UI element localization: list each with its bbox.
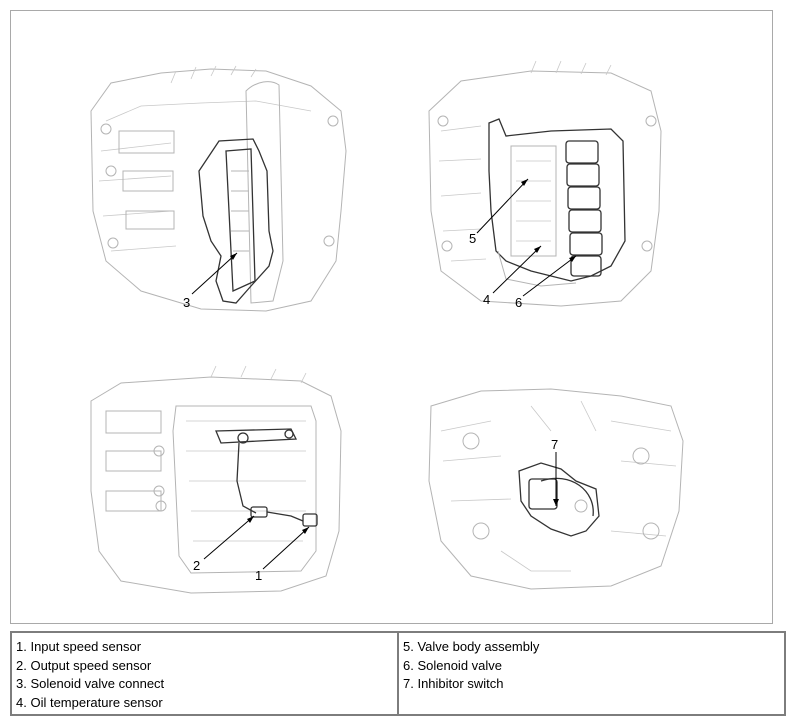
legend-item: 7. Inhibitor switch: [403, 676, 504, 691]
callout-6: 6: [515, 295, 522, 310]
legend-item: 3. Solenoid valve connect: [16, 676, 165, 691]
panel-speed-sensors: [90, 365, 342, 594]
panel-valve-body: [428, 60, 662, 307]
legend-table: 1. Input speed sensor 2. Output speed se…: [10, 631, 786, 716]
callout-3: 3: [183, 295, 190, 310]
callout-2: 2: [193, 558, 200, 573]
legend-item: 1. Input speed sensor: [16, 639, 142, 654]
callout-5: 5: [469, 231, 476, 246]
panel-solenoid-connector: [90, 65, 347, 312]
callout-7: 7: [551, 437, 558, 452]
legend-column-right: 5. Valve body assembly 6. Solenoid valve…: [397, 633, 784, 714]
callout-1: 1: [255, 568, 262, 583]
legend-item: 4. Oil temperature sensor: [16, 694, 163, 710]
panel-inhibitor-switch: [428, 388, 684, 590]
legend-item: 6. Solenoid valve: [403, 657, 503, 673]
callout-4: 4: [483, 292, 490, 307]
figure-frame: 3 5 4 6: [10, 10, 773, 624]
legend-item: 2. Output speed sensor: [16, 657, 152, 673]
exploded-diagram: 3 5 4 6: [90, 60, 684, 594]
legend-item: 5. Valve body assembly: [403, 639, 540, 654]
legend-column-left: 1. Input speed sensor 2. Output speed se…: [12, 633, 397, 714]
